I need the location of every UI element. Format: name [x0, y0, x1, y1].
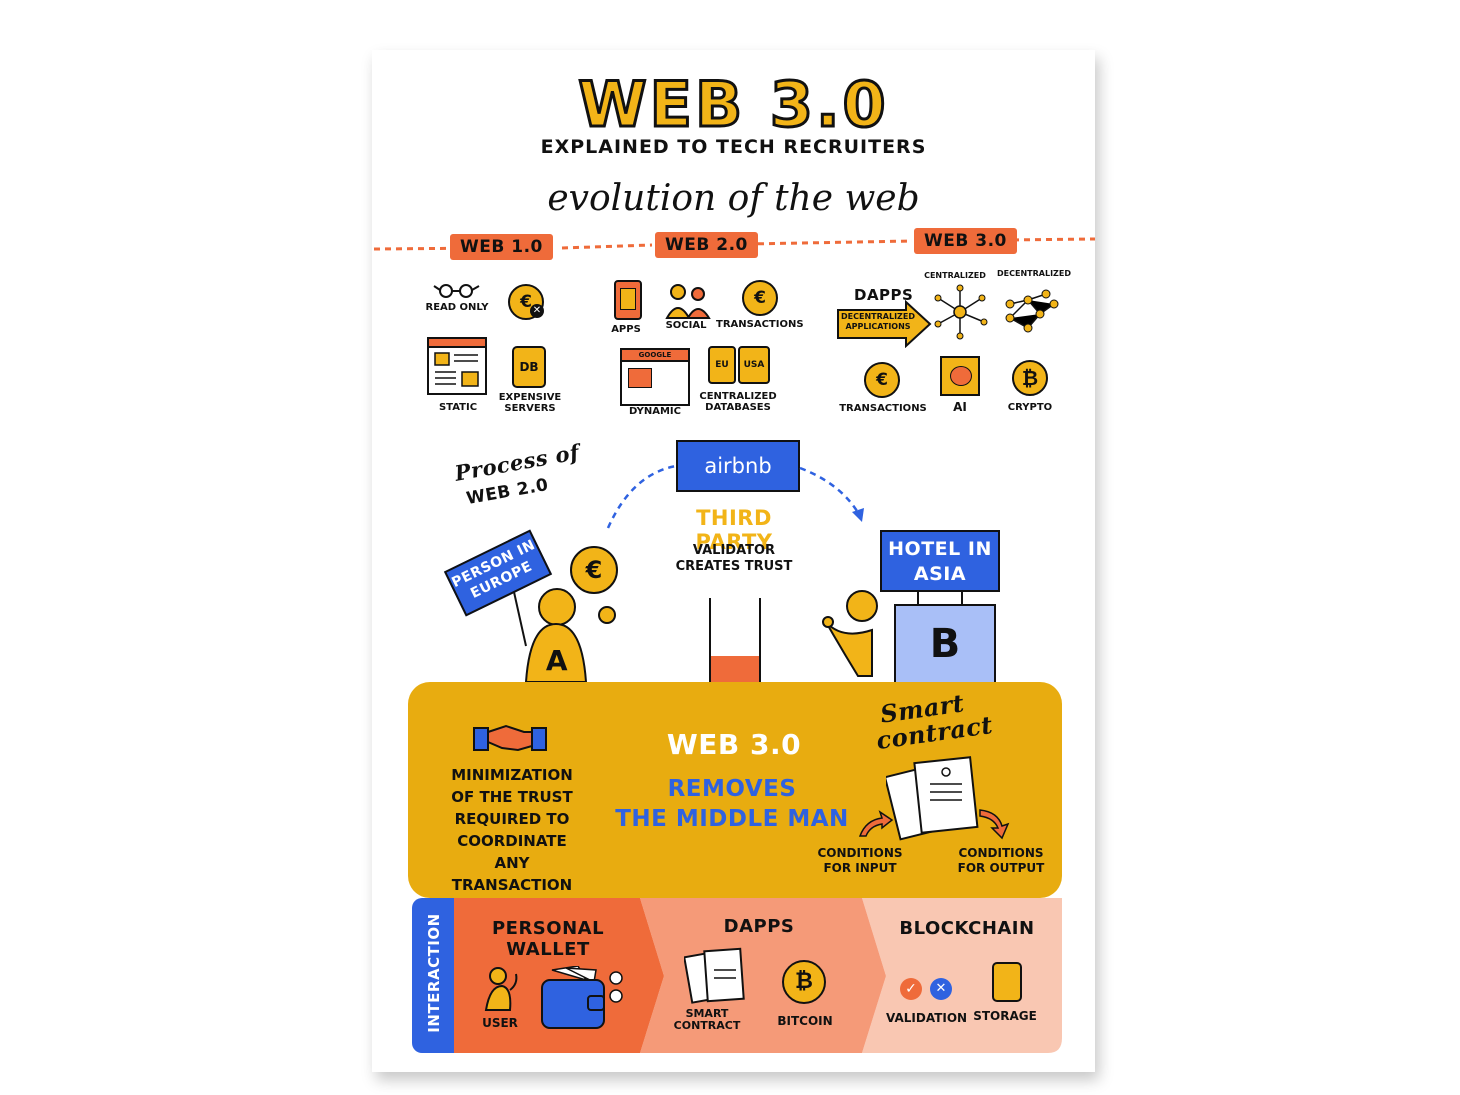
sign-pole — [513, 591, 527, 647]
minimization-line-2: OF THE TRUST — [451, 788, 573, 806]
smart-contract-label: SMART CONTRACT — [673, 1007, 741, 1032]
process-heading-line1: Process of — [452, 439, 582, 486]
web3-band-heading: WEB 3.0 — [666, 728, 802, 761]
person-a-body — [524, 622, 588, 683]
contract-document-icon — [886, 756, 979, 841]
dapps-label: DAPPS — [854, 286, 914, 304]
validator-line2: CREATES TRUST — [675, 559, 793, 574]
cross-icon: ✕ — [930, 978, 952, 1000]
check-icon: ✓ — [900, 978, 922, 1000]
minimization-line-1: MINIMIZATION — [451, 766, 573, 784]
person-a-hand — [598, 606, 616, 624]
third-party-label: THIRD PARTY — [695, 506, 773, 554]
people-icon — [665, 284, 711, 319]
output-arrow-icon — [979, 809, 1010, 840]
person-in-europe-sign: PERSON IN EUROPE — [443, 529, 553, 617]
dapps-arrow-icon — [837, 300, 932, 348]
dapps-arrow-text: DECENTRALIZED APPLICATIONS — [841, 312, 915, 331]
main-title: WEB 3.0 — [577, 67, 889, 143]
subtitle: EXPLAINED TO TECH RECRUITERS — [540, 136, 927, 158]
decentralized-label: DECENTRALIZED — [997, 269, 1071, 278]
glasses-icon — [433, 284, 480, 298]
bitcoin-label: BITCOIN — [777, 1014, 833, 1028]
web3-transactions-label: TRANSACTIONS — [839, 403, 927, 414]
web1-read-only-label: READ ONLY — [425, 302, 489, 313]
brain-chip-icon — [940, 356, 980, 396]
cross-badge-icon: ✕ — [530, 304, 544, 318]
blockchain-heading: BLOCKCHAIN — [899, 918, 1035, 939]
person-b-head — [846, 590, 878, 622]
storage-label: STORAGE — [973, 1009, 1037, 1023]
conditions-output-label: CONDITIONS FOR OUTPUT — [957, 846, 1045, 875]
phone-icon — [614, 280, 642, 320]
airbnb-box: airbnb — [676, 440, 800, 492]
bottom-sections — [454, 898, 1062, 1053]
dapps-heading: DAPPS — [723, 916, 795, 937]
personal-wallet-heading: PERSONAL WALLET — [491, 918, 605, 960]
person-euro-coin: € — [570, 546, 618, 594]
web2-social-label: SOCIAL — [665, 320, 707, 331]
era-tag-web1: WEB 1.0 — [450, 234, 553, 260]
bitcoin-icon: ₿ — [1012, 360, 1048, 396]
database-icon: DB — [512, 346, 546, 388]
web3-crypto-label: CRYPTO — [1007, 402, 1053, 413]
wallet-icon — [541, 966, 623, 1029]
user-label: USER — [482, 1016, 518, 1030]
hotel-sign-posts — [917, 592, 963, 606]
process-flow-arrows — [606, 464, 864, 529]
decentralized-network-icon — [1005, 289, 1059, 333]
bitcoin-coin-icon: ₿ — [782, 960, 826, 1004]
input-arrow-icon — [858, 810, 894, 837]
centralized-network-icon — [934, 284, 988, 340]
removes-line2: THE MIDDLE MAN — [615, 806, 849, 832]
handshake-icon — [473, 724, 547, 752]
euro-check-icon: € — [742, 280, 778, 316]
removes-line1: REMOVES — [667, 776, 797, 802]
evolution-heading: evolution of the web — [547, 178, 920, 219]
web2-transactions-label: TRANSACTIONS — [716, 319, 804, 330]
interaction-label: INTERACTION — [425, 913, 443, 1033]
person-b-body — [822, 616, 873, 677]
conditions-input-label: CONDITIONS FOR INPUT — [817, 846, 903, 875]
minimization-line-5: ANY TRANSACTION — [451, 854, 573, 894]
web2-apps-label: APPS — [611, 324, 641, 335]
database-eu-icon: EU — [708, 346, 736, 384]
web2-dynamic-label: DYNAMIC — [629, 406, 681, 417]
minimization-line-3: REQUIRED TO — [454, 810, 570, 828]
web2-databases-label: CENTRALIZED DATABASES — [699, 391, 777, 413]
google-tab-text: GOOGLE — [622, 350, 688, 362]
era-tag-web3: WEB 3.0 — [914, 228, 1017, 254]
hotel-in-asia-sign: HOTEL IN ASIA — [880, 530, 1000, 592]
centralized-label: CENTRALIZED — [924, 271, 986, 280]
database-usa-icon: USA — [738, 346, 770, 384]
timeline-line — [373, 237, 1095, 251]
infographic-poster: WEB 3.0 EXPLAINED TO TECH RECRUITERS evo… — [372, 50, 1095, 1072]
minimization-text: MINIMIZATION OF THE TRUST REQUIRED TO CO… — [432, 764, 592, 896]
validator-line1: VALIDATOR — [692, 543, 776, 558]
web3-euro-check-icon: € — [864, 362, 900, 398]
era-tag-web2: WEB 2.0 — [655, 232, 758, 258]
validation-label: VALIDATION — [886, 1011, 968, 1025]
web3-ai-label: AI — [953, 400, 967, 414]
static-browser-icon — [427, 337, 487, 395]
storage-icon — [992, 962, 1022, 1002]
dynamic-browser-icon: GOOGLE — [620, 348, 690, 406]
user-icon — [484, 967, 518, 1011]
hotel-b-desk: B — [894, 604, 996, 684]
smart-contract-icon — [684, 947, 745, 1004]
minimization-line-4: COORDINATE — [457, 832, 567, 850]
web1-servers-label: EXPENSIVE SERVERS — [498, 392, 562, 414]
person-a-letter: A — [545, 644, 569, 677]
web1-static-label: STATIC — [438, 402, 478, 413]
interaction-bar — [412, 898, 454, 1053]
